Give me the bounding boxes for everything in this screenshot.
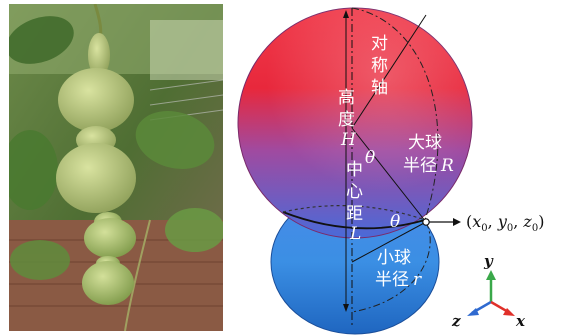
axis-label-z: z [451,312,461,330]
small-meridian [351,221,431,313]
label-center-dist-2: 心 [346,182,363,202]
label-theta-point: θ [390,212,400,232]
label-small-sphere-2: 半径 [375,270,409,290]
label-height-2: 度 [338,110,355,130]
label-r: r [413,270,422,290]
big-center-to-point [351,127,427,223]
label-small-sphere-1: 小球 [377,248,411,268]
label-center-dist-1: 中 [346,160,363,180]
label-symmetry-axis-3: 轴 [371,78,388,98]
label-symmetry-axis-2: 称 [371,56,388,76]
intersection-back-arc [282,205,426,221]
label-theta-upper: θ [365,148,375,168]
axis-label-y: y [483,252,494,270]
point-coordinates: (x0, y0, z0) [466,212,544,234]
label-R: R [440,156,454,176]
intersection-front-arc [282,211,426,230]
big-radius-line [351,14,427,129]
label-L: L [349,224,361,244]
label-H: H [340,130,357,150]
gourd-model-diagram: 对 称 轴 高 度 H θ 中 心 距 L 大球 半径 R θ 小球 半径 r … [237,7,544,335]
gourd-photo [9,4,223,331]
label-center-dist-3: 距 [346,204,363,224]
label-big-sphere-2: 半径 [403,156,437,176]
label-big-sphere-1: 大球 [408,133,442,153]
small-center-to-point [351,221,427,263]
big-meridian [351,7,439,221]
axis-label-x: x [515,312,526,330]
label-symmetry-axis-1: 对 [371,34,388,54]
label-height-1: 高 [338,88,355,108]
axis-triad: y z x [451,252,526,330]
point-marker [422,218,430,226]
